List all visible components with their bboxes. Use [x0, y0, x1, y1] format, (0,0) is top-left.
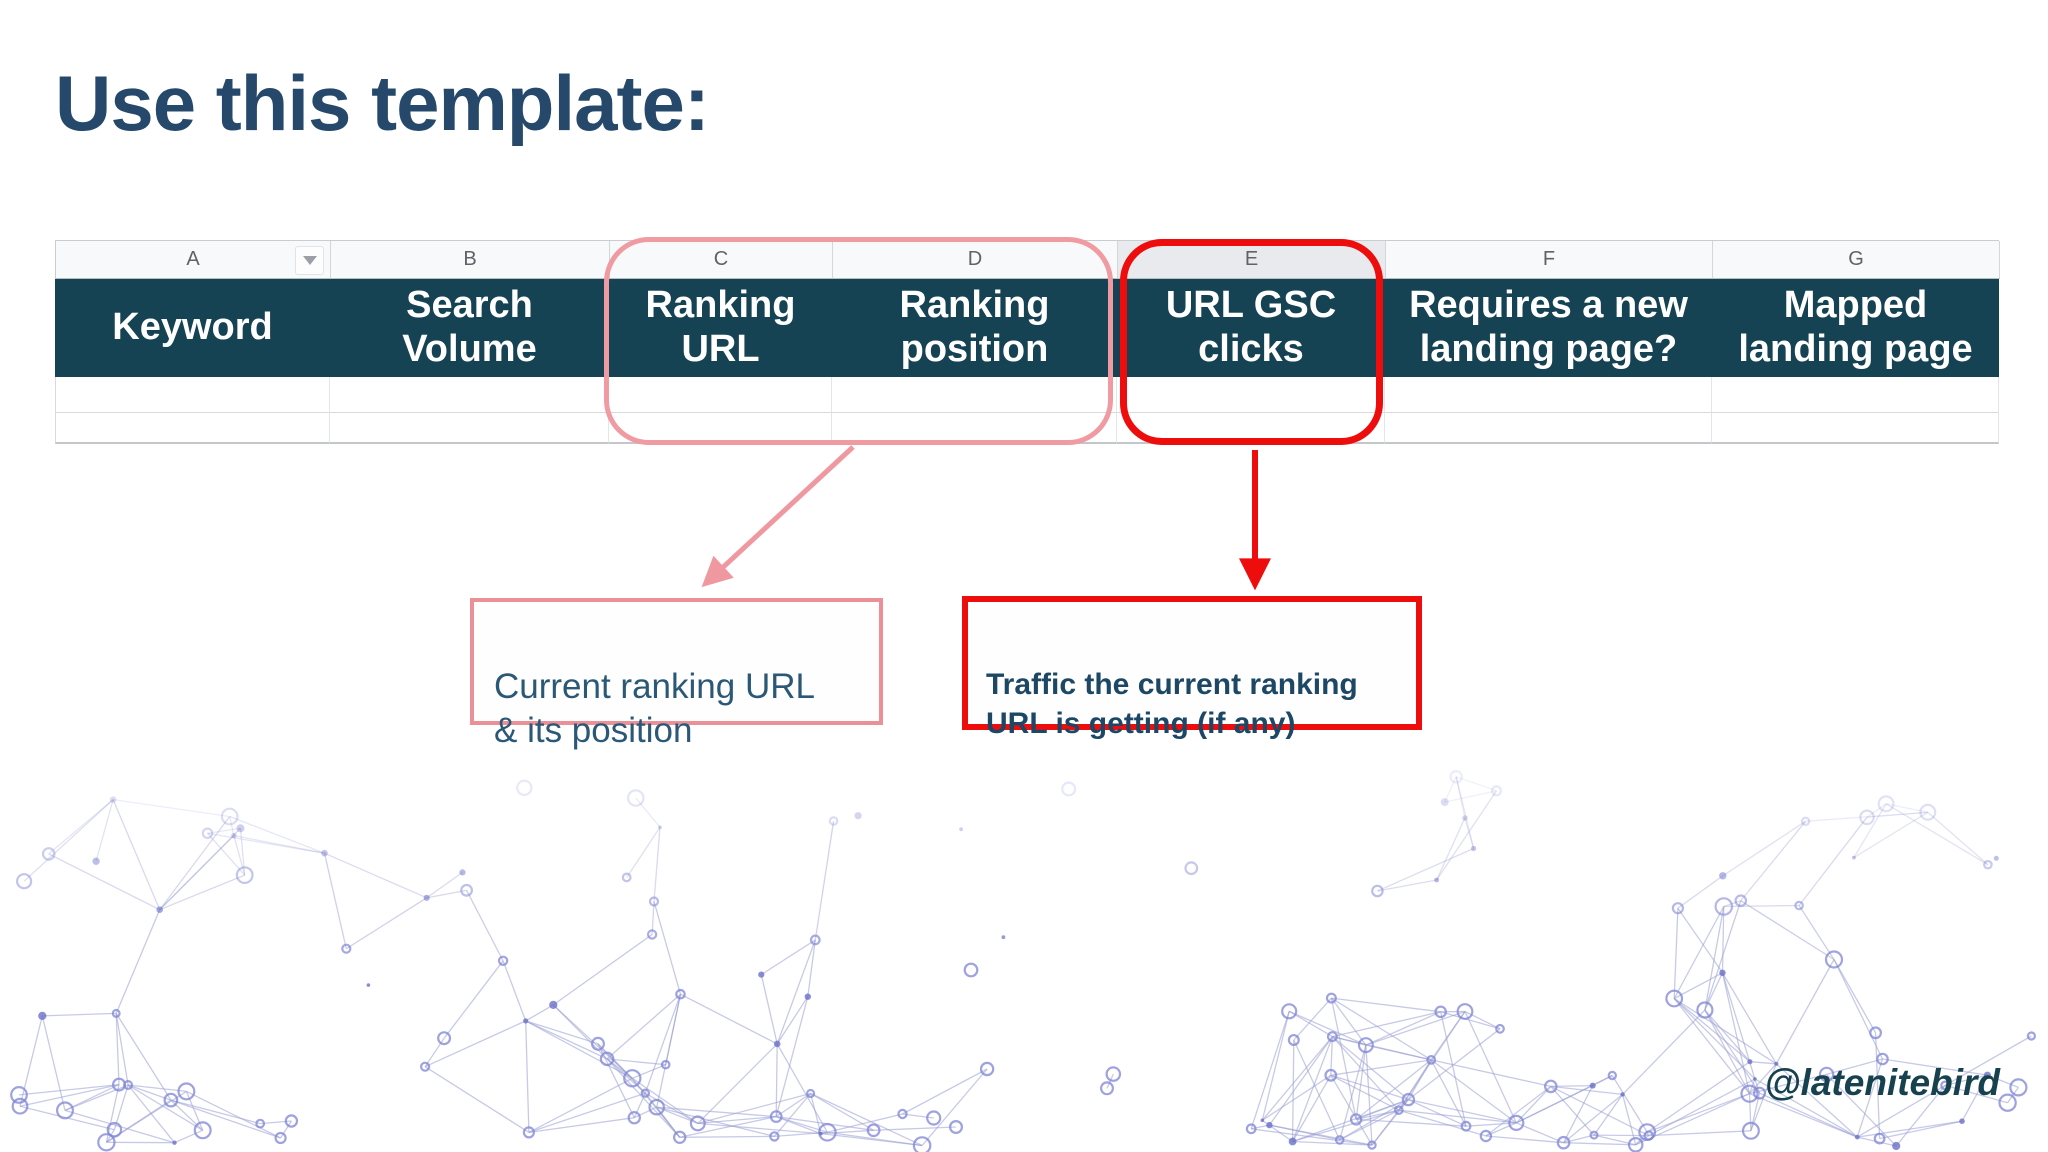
empty-cell: [330, 413, 609, 444]
header-cell-mapped-landing-page: Mapped landing page: [1712, 279, 1999, 377]
pink-callout-box: Current ranking URL & its position: [470, 598, 883, 750]
pink-callout-text: Current ranking URL & its position: [494, 666, 815, 750]
column-letters-row: A B C D E F G: [55, 240, 2000, 279]
pink-arrow: [701, 445, 855, 588]
column-letter-c: C: [610, 241, 833, 279]
empty-cell: [609, 377, 832, 413]
column-letter-a: A: [56, 241, 331, 279]
empty-cell: [1712, 413, 1999, 444]
table-row: [55, 377, 1999, 413]
column-letter-label: A: [186, 248, 200, 270]
empty-cell: [330, 377, 609, 413]
column-letter-d: D: [833, 241, 1118, 279]
table-row: [55, 413, 1999, 444]
empty-cell: [1385, 413, 1712, 444]
empty-cell: [609, 413, 832, 444]
header-cell-ranking-url: Ranking URL: [609, 279, 832, 377]
network-constellation-background: [10, 769, 2037, 1152]
empty-cell: [832, 377, 1117, 413]
table-header-row: Keyword Search Volume Ranking URL Rankin…: [55, 279, 1999, 377]
spreadsheet-table: A B C D E F G Keyword Search Volume Rank…: [55, 240, 2000, 444]
red-callout-text: Traffic the current ranking URL is getti…: [986, 668, 1358, 740]
empty-cell: [1712, 377, 1999, 413]
header-cell-requires-new-landing-page: Requires a new landing page?: [1385, 279, 1712, 377]
empty-cell: [832, 413, 1117, 444]
column-letter-f: F: [1386, 241, 1713, 279]
empty-cell: [55, 377, 330, 413]
column-letter-g: G: [1713, 241, 2000, 279]
empty-cell: [1385, 377, 1712, 413]
header-cell-search-volume: Search Volume: [330, 279, 609, 377]
column-letter-b: B: [331, 241, 610, 279]
red-callout-box: Traffic the current ranking URL is getti…: [962, 596, 1422, 740]
header-cell-url-gsc-clicks: URL GSC clicks: [1117, 279, 1385, 377]
empty-cell: [1117, 413, 1385, 444]
filter-dropdown-icon: [302, 256, 317, 265]
page-title: Use this template:: [55, 59, 710, 147]
header-cell-ranking-position: Ranking position: [832, 279, 1117, 377]
empty-cell: [55, 413, 330, 444]
author-handle: @latenitebird: [1764, 1062, 2001, 1103]
empty-cell: [1117, 377, 1385, 413]
column-letter-e: E: [1118, 241, 1386, 279]
filter-dropdown-button[interactable]: [295, 246, 324, 275]
header-cell-keyword: Keyword: [55, 279, 330, 377]
